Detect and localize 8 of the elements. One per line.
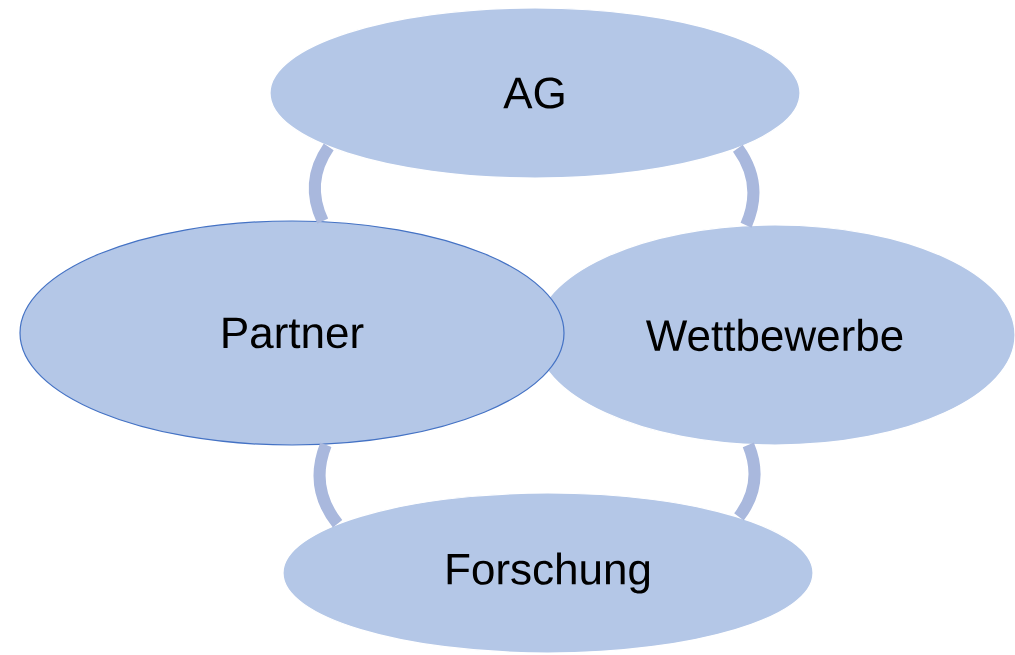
ring-connector xyxy=(734,442,761,521)
ring-connector xyxy=(732,144,760,228)
ellipse-node: Forschung xyxy=(282,492,814,654)
ellipse-node: Wettbewerbe xyxy=(534,224,1015,446)
ellipse-node: Partner xyxy=(19,220,565,446)
ring-connector xyxy=(308,143,334,224)
ring-connector xyxy=(313,442,343,528)
ellipse-node: AG xyxy=(269,7,801,179)
